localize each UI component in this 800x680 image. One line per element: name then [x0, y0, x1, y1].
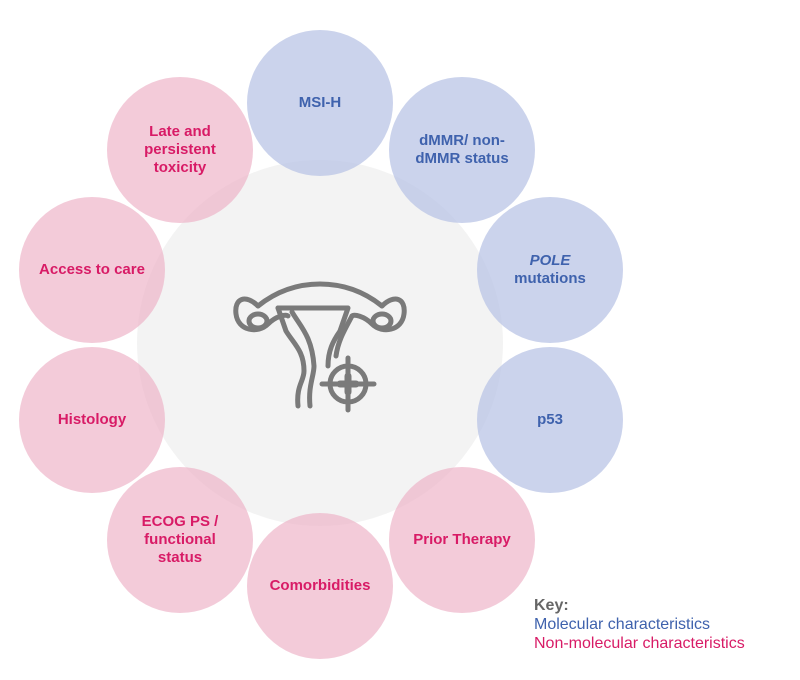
node-label: mutations: [514, 270, 586, 287]
node-p53: p53: [477, 347, 623, 493]
node-label: Access to care: [39, 261, 145, 278]
node-access-to-care: Access to care: [19, 197, 165, 343]
node-prior-therapy: Prior Therapy: [389, 467, 535, 613]
node-label-italic: POLE: [529, 252, 571, 269]
legend-molecular: Molecular characteristics: [534, 616, 711, 633]
node-label: ECOG PS / functional status: [141, 513, 219, 566]
legend-non-molecular: Non-molecular characteristics: [534, 635, 745, 652]
node-label: p53: [537, 411, 563, 428]
node-ecog-ps: ECOG PS / functional status: [107, 467, 253, 613]
node-label: Histology: [57, 411, 127, 428]
node-label: Prior Therapy: [413, 531, 511, 548]
node-late-toxicity: Late and persistent toxicity: [107, 77, 253, 223]
legend-title: Key:: [534, 597, 569, 614]
node-label: MSI-H: [298, 94, 342, 111]
node-dmmr-status: dMMR/ non-dMMR status: [389, 77, 535, 223]
center-circle: [137, 160, 503, 526]
node-label: dMMR/ non-dMMR status: [415, 132, 509, 167]
node-msi-h: MSI-H: [247, 30, 393, 176]
node-comorbidities: Comorbidities: [247, 513, 393, 659]
legend: Key: Molecular characteristics Non-molec…: [534, 596, 745, 653]
uterus-target-icon: [233, 281, 407, 413]
node-pole-mutations: POLE mutations: [477, 197, 623, 343]
node-label: Late and persistent toxicity: [144, 123, 216, 176]
node-label: Comorbidities: [269, 577, 371, 594]
node-histology: Histology: [19, 347, 165, 493]
